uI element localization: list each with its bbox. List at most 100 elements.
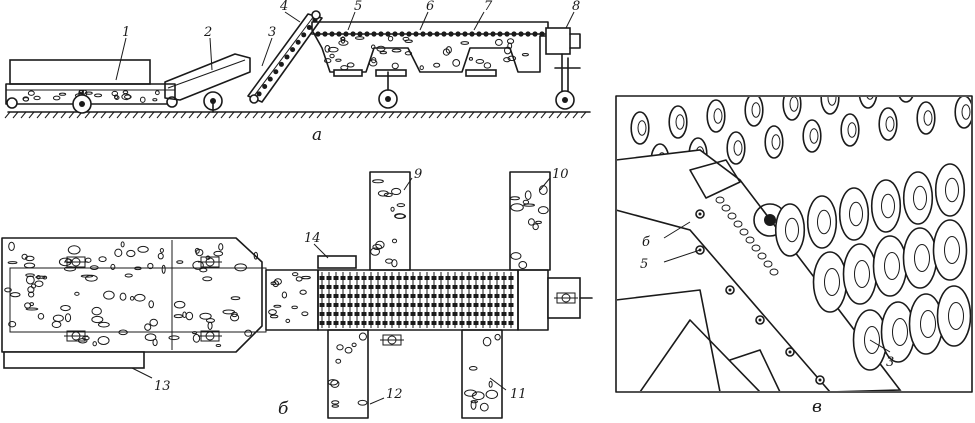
roller	[329, 31, 335, 37]
potato	[176, 260, 184, 264]
potato	[372, 179, 384, 184]
potato	[391, 187, 402, 196]
potato	[195, 248, 204, 257]
roller	[364, 31, 370, 37]
roller-disc	[916, 101, 936, 135]
roller-disc	[782, 97, 802, 121]
potato	[202, 276, 213, 282]
subfigure-label-a: а	[312, 125, 322, 145]
potato	[390, 206, 395, 212]
potato	[482, 336, 492, 347]
potato	[324, 58, 332, 64]
label-1: 1	[122, 25, 130, 40]
potato	[522, 199, 530, 205]
label-8: 8	[572, 0, 580, 14]
potato	[488, 380, 493, 388]
roller	[455, 31, 461, 37]
potato	[103, 290, 115, 300]
potato	[396, 203, 406, 208]
potato	[379, 51, 388, 55]
outlet-bin-11	[461, 329, 503, 419]
potato	[281, 291, 288, 299]
roller-disc	[806, 195, 838, 249]
machine-rollers	[315, 31, 545, 37]
potato	[97, 321, 110, 328]
potato	[60, 305, 71, 312]
potato	[452, 58, 461, 67]
potato	[94, 93, 103, 98]
label-6: 6	[426, 0, 434, 14]
potato	[21, 253, 28, 260]
label-4: 4	[279, 0, 288, 14]
potato	[122, 90, 129, 95]
potato	[168, 335, 180, 341]
elevator-flights	[256, 17, 318, 97]
roller-disc	[935, 64, 953, 96]
frame-bolts	[695, 209, 825, 385]
potato	[460, 41, 470, 45]
back-rollers	[630, 64, 971, 177]
potato	[299, 289, 307, 295]
potato	[272, 280, 280, 288]
roller	[343, 31, 349, 37]
potato	[218, 243, 224, 251]
potato	[89, 265, 99, 271]
label-12: 12	[386, 387, 403, 402]
potato	[124, 273, 133, 278]
potato	[494, 38, 503, 46]
potato	[120, 241, 125, 248]
feed-section	[265, 269, 319, 331]
potato	[346, 62, 355, 68]
potato	[244, 329, 253, 337]
potato	[391, 48, 402, 53]
machine-potatoes	[324, 35, 529, 71]
potato	[9, 292, 21, 298]
potato	[91, 306, 102, 316]
roller	[490, 31, 496, 37]
roller-disc	[858, 97, 878, 109]
label-v-3: 3	[886, 355, 894, 370]
potato	[144, 323, 152, 331]
receiving-bin	[9, 59, 151, 85]
potato	[27, 90, 35, 96]
potato	[114, 95, 120, 100]
roller-disc	[706, 99, 726, 133]
roller	[420, 31, 426, 37]
potato	[154, 90, 160, 96]
potato	[507, 55, 517, 62]
view-v-perspective: б 5 3 в	[615, 64, 973, 417]
potato	[510, 203, 524, 212]
potato	[74, 291, 80, 296]
roller-disc	[802, 119, 822, 153]
potato	[215, 343, 222, 347]
potato	[479, 402, 489, 412]
view-b-plan: 9 10 11 12 13 14 б	[1, 167, 593, 419]
potato	[147, 262, 154, 270]
potato	[327, 46, 339, 53]
potato	[192, 333, 201, 343]
roller-disc	[842, 243, 878, 305]
potato	[503, 57, 511, 63]
potato	[285, 318, 291, 324]
subfigure-label-v: в	[812, 397, 822, 417]
roller	[392, 31, 398, 37]
label-v-5: 5	[640, 257, 648, 272]
potato	[234, 263, 247, 272]
potato	[335, 58, 342, 62]
potato	[8, 320, 17, 328]
plan-potatoes	[4, 241, 259, 347]
potato	[340, 36, 346, 44]
potato	[295, 276, 303, 282]
potato	[85, 274, 98, 282]
potato	[485, 389, 499, 399]
potato	[535, 220, 542, 225]
roller-disc	[898, 97, 914, 103]
roller	[350, 31, 356, 37]
potato	[509, 196, 520, 201]
potato	[199, 312, 212, 320]
potato	[532, 223, 539, 231]
potato	[470, 400, 477, 410]
potato	[370, 44, 376, 50]
item-14-box	[317, 255, 357, 269]
